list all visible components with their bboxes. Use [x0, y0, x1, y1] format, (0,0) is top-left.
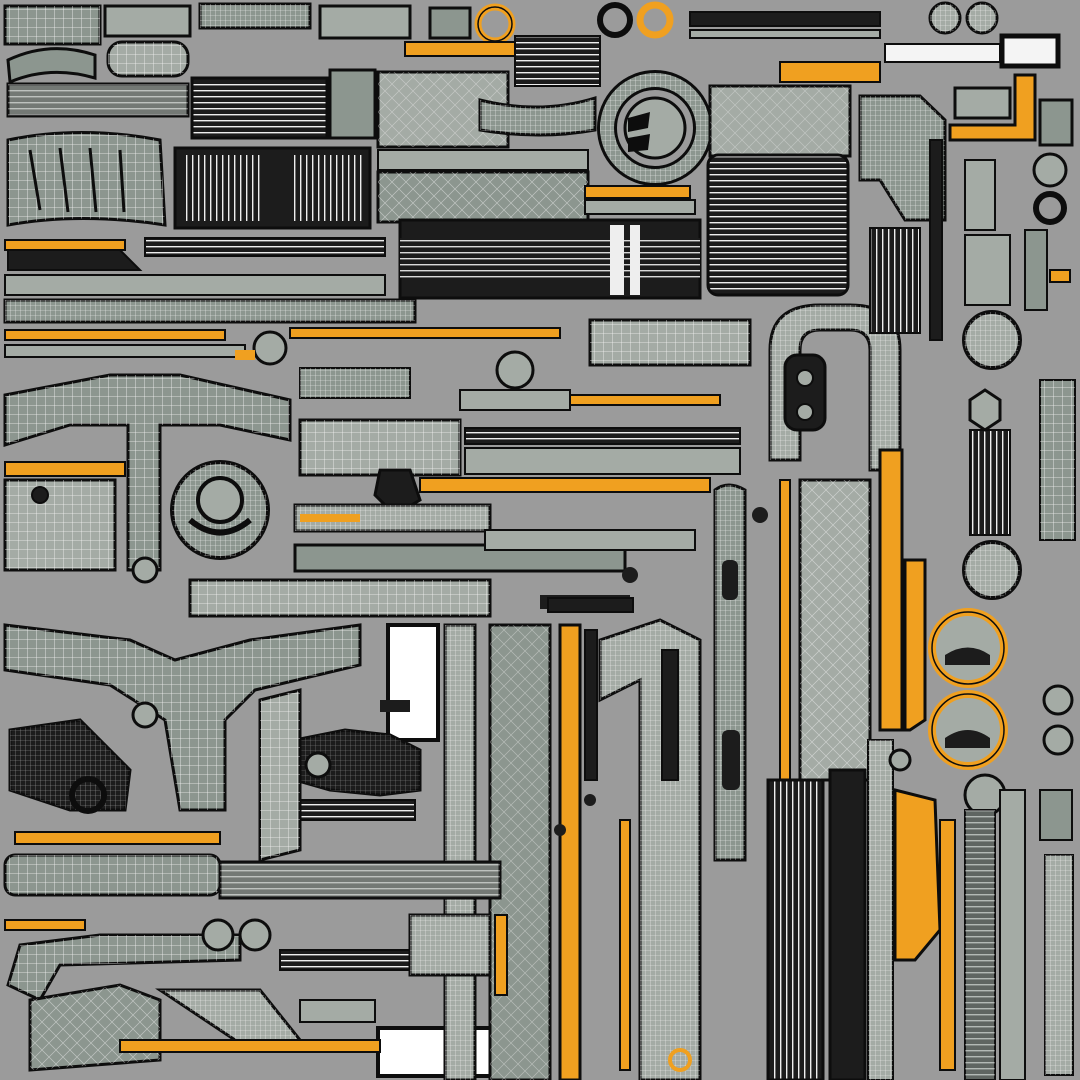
- middle-hub-cluster: [3, 373, 741, 572]
- bottom-striped-towers: [766, 739, 1074, 1080]
- ring-island-top: [597, 70, 713, 186]
- dark-gear-cluster: [258, 688, 422, 862]
- mid-bars-row: [188, 477, 711, 618]
- upper-left-islands: [6, 40, 597, 149]
- bottom-left-bands: [3, 831, 508, 1072]
- right-column-parts: [869, 139, 1076, 600]
- small-detail-pieces: [31, 318, 912, 1072]
- left-horizontal-bars: [3, 237, 561, 358]
- orange-vertical-strips: [558, 448, 956, 1080]
- second-band-islands: [6, 131, 1068, 300]
- orange-rings: [928, 608, 1074, 817]
- lower-left-y-island: [3, 623, 362, 814]
- top-row-islands: [3, 1, 1061, 87]
- center-vertical-columns: [443, 478, 872, 1080]
- top-right-panels: [708, 73, 1074, 222]
